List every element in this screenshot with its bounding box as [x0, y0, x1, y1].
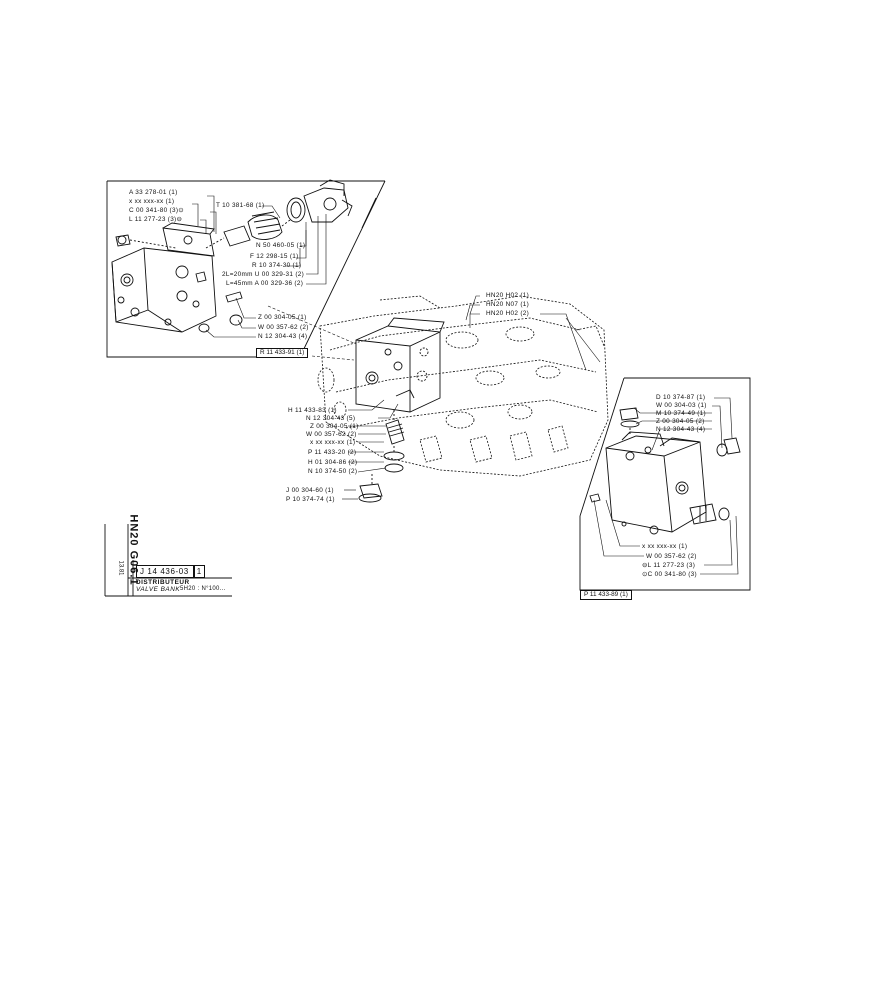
- part-label: T 10 381-68 (1): [216, 202, 265, 209]
- title-french: DISTRIBUTEUR: [136, 579, 190, 586]
- part-label: N 12 304-43 (4): [258, 333, 308, 340]
- center-valve-block: [355, 317, 445, 503]
- part-label: ⊖L 11 277-23 (3): [642, 562, 696, 569]
- part-label: W 00 357-62 (2): [646, 553, 697, 560]
- part-label: D 10 374-87 (1): [656, 394, 706, 401]
- part-label: N 10 374-50 (2): [308, 468, 358, 475]
- part-label: P 11 433-20 (2): [308, 449, 357, 456]
- part-label: H 11 433-83 (1): [288, 407, 337, 414]
- part-label: Z 00 304-05 (1): [258, 314, 307, 321]
- right-frame: [579, 377, 751, 591]
- part-label: P 10 374-74 (1): [286, 496, 335, 503]
- sub-code: 13.81: [117, 560, 124, 576]
- top-left-valve-block: [111, 222, 217, 333]
- part-label: HN20 H02 (1): [486, 292, 530, 299]
- frame-ref-box: P 11 433-89 (1): [580, 590, 632, 600]
- top-left-exploded-parts: [195, 179, 353, 333]
- model-range: 5H20 : N°100...: [180, 586, 226, 592]
- part-label: N 12 304-43 (5): [306, 415, 356, 422]
- part-label: H 01 304-86 (2): [308, 459, 358, 466]
- part-label: Z 00 304-05 (2): [656, 418, 705, 425]
- part-label: Z 00 304-05 (1): [310, 423, 359, 430]
- part-label: W 00 357-62 (2): [258, 324, 309, 331]
- part-label: F 12 298-15 (1): [250, 253, 299, 260]
- part-label: R 10 374-30 (1): [252, 262, 302, 269]
- part-label: N 50 460-05 (1): [256, 242, 306, 249]
- right-leaders: [593, 397, 739, 575]
- drawing-ref: J 14 436-03: [136, 565, 195, 578]
- part-label: L 11 277-23 (3)⊖: [129, 216, 183, 223]
- part-label: L=45mm A 00 329-36 (2): [226, 280, 304, 287]
- part-label: 2L=20mm U 00 329-31 (2): [222, 271, 305, 278]
- part-label: HN20 H02 (2): [486, 310, 530, 317]
- part-label: W 00 304-03 (1): [656, 402, 707, 409]
- title-english: VALVE BANK: [136, 586, 181, 593]
- part-label: M 10 374-49 (1): [656, 410, 706, 417]
- frame-ref-box: R 11 433-91 (1): [256, 348, 309, 358]
- part-label: W 00 357-62 (2): [306, 431, 357, 438]
- part-label: x xx xxx-xx (1): [310, 439, 356, 446]
- figure-number: 1: [193, 565, 205, 578]
- part-label: HN20 N07 (1): [486, 301, 530, 308]
- cartouche-frame: [104, 524, 232, 597]
- part-label: A 33 278-01 (1): [129, 189, 178, 196]
- part-label: x xx xxx-xx (1): [129, 198, 175, 205]
- part-label: J 00 304-60 (1): [286, 487, 334, 494]
- part-label: ⊙C 00 341-80 (3): [642, 571, 697, 578]
- part-label: x xx xxx-xx (1): [642, 543, 688, 550]
- part-label: C 00 341-80 (3)⊙: [129, 207, 184, 214]
- main-valve-bank-assembly: [317, 295, 609, 477]
- part-label: N 12 304-43 (4): [656, 426, 706, 433]
- center-leaders: [267, 295, 601, 500]
- top-left-leaders: [192, 195, 327, 338]
